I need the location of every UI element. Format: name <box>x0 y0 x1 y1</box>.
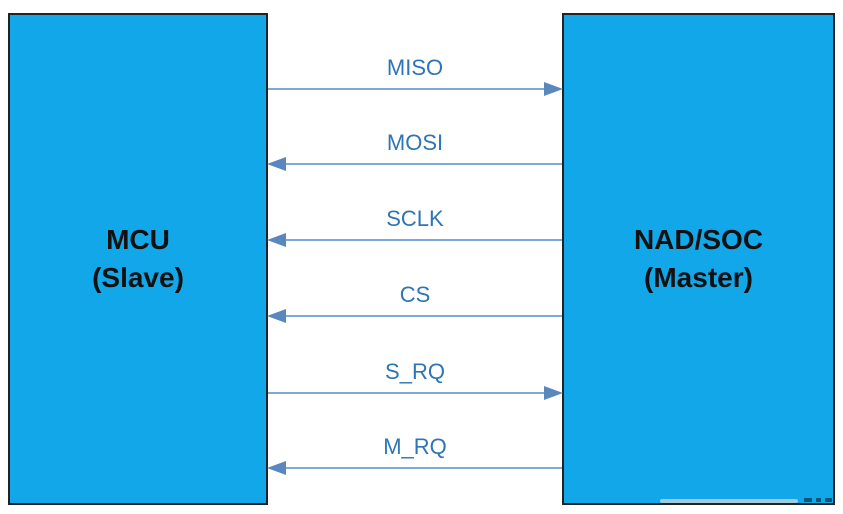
signal-label: MOSI <box>386 130 444 155</box>
signal-row-sclk: SCLK <box>267 205 562 247</box>
watermark-smudge <box>660 499 798 503</box>
signal-label: CS <box>399 282 431 307</box>
mcu-box-subtitle: (Slave) <box>92 262 184 293</box>
signal-line <box>281 239 562 241</box>
mcu-slave-box: MCU (Slave) <box>8 13 268 505</box>
nad-soc-master-box: NAD/SOC (Master) <box>562 13 835 505</box>
signal-label: SCLK <box>386 206 444 231</box>
arrowhead-left-icon <box>267 233 286 247</box>
arrowhead-left-icon <box>267 461 286 475</box>
nad-soc-box-subtitle: (Master) <box>644 262 753 293</box>
watermark-dash <box>825 498 832 502</box>
arrowhead-right-icon <box>544 386 563 400</box>
arrowhead-right-icon <box>544 82 563 96</box>
signal-line <box>281 467 562 469</box>
signal-row-m-rq: M_RQ <box>267 433 562 475</box>
signal-line <box>268 88 549 90</box>
signal-label: M_RQ <box>383 434 447 459</box>
nad-soc-box-title: NAD/SOC <box>633 224 764 255</box>
signal-row-miso: MISO <box>268 54 563 96</box>
arrowhead-left-icon <box>267 309 286 323</box>
signal-line <box>268 392 549 394</box>
watermark-dash <box>816 498 821 502</box>
signal-label: MISO <box>386 55 444 80</box>
watermark-dash <box>804 498 812 502</box>
arrowhead-left-icon <box>267 157 286 171</box>
signal-row-cs: CS <box>267 281 562 323</box>
signal-line <box>281 163 562 165</box>
signal-row-s-rq: S_RQ <box>268 358 563 400</box>
signal-label: S_RQ <box>385 359 445 384</box>
signal-row-mosi: MOSI <box>267 129 562 171</box>
signal-line <box>281 315 562 317</box>
mcu-box-title: MCU <box>106 224 170 255</box>
